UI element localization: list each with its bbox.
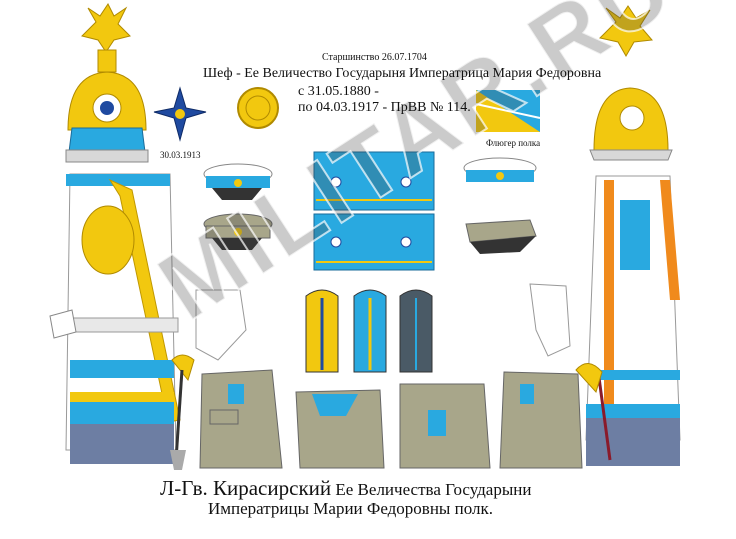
regiment-title-line2: Императрицы Марии Федоровны полк. bbox=[208, 499, 493, 518]
khaki-tunic-4 bbox=[499, 371, 583, 469]
left-glove bbox=[195, 289, 247, 361]
chief-date-from: с 31.05.1880 - bbox=[298, 84, 379, 99]
khaki-cap-side bbox=[465, 219, 537, 254]
right-parade-helmet bbox=[589, 5, 673, 161]
seniority-date: Старшинство 26.07.1704 bbox=[322, 52, 427, 63]
khaki-tunic-2 bbox=[295, 389, 385, 469]
shoulder-strap-blue bbox=[353, 289, 387, 373]
left-sword bbox=[170, 354, 195, 470]
right-uniform bbox=[575, 175, 681, 466]
collar-bottom bbox=[313, 213, 435, 271]
white-cap-front bbox=[463, 157, 537, 182]
regiment-pennant bbox=[475, 90, 541, 132]
khaki-tunic-3 bbox=[399, 383, 491, 469]
shoulder-strap-gold bbox=[305, 289, 339, 373]
order-date-label: 30.03.1913 bbox=[160, 150, 201, 160]
chief-date-to: по 04.03.1917 - ПрВВ № 114. bbox=[298, 100, 471, 115]
collar-top bbox=[313, 151, 435, 211]
regiment-title-main: Л-Гв. Кирасирский bbox=[160, 476, 332, 500]
khaki-tunic-1 bbox=[199, 369, 283, 469]
left-cuirassier-uniform bbox=[49, 173, 181, 464]
gold-medal bbox=[237, 87, 279, 129]
right-glove bbox=[529, 283, 571, 357]
left-parade-helmet bbox=[65, 3, 149, 163]
shoulder-strap-dark bbox=[399, 289, 433, 373]
white-peaked-cap bbox=[203, 163, 273, 200]
order-star bbox=[153, 86, 207, 142]
regiment-title-line1: Л-Гв. Кирасирский Ее Величества Государы… bbox=[160, 476, 531, 501]
regiment-chief: Шеф - Ее Величество Государыня Императри… bbox=[203, 66, 602, 81]
regiment-title-suffix: Ее Величества Государыни bbox=[331, 480, 532, 499]
khaki-peaked-cap bbox=[203, 213, 273, 250]
pennant-label: Флюгер полка bbox=[486, 138, 541, 148]
